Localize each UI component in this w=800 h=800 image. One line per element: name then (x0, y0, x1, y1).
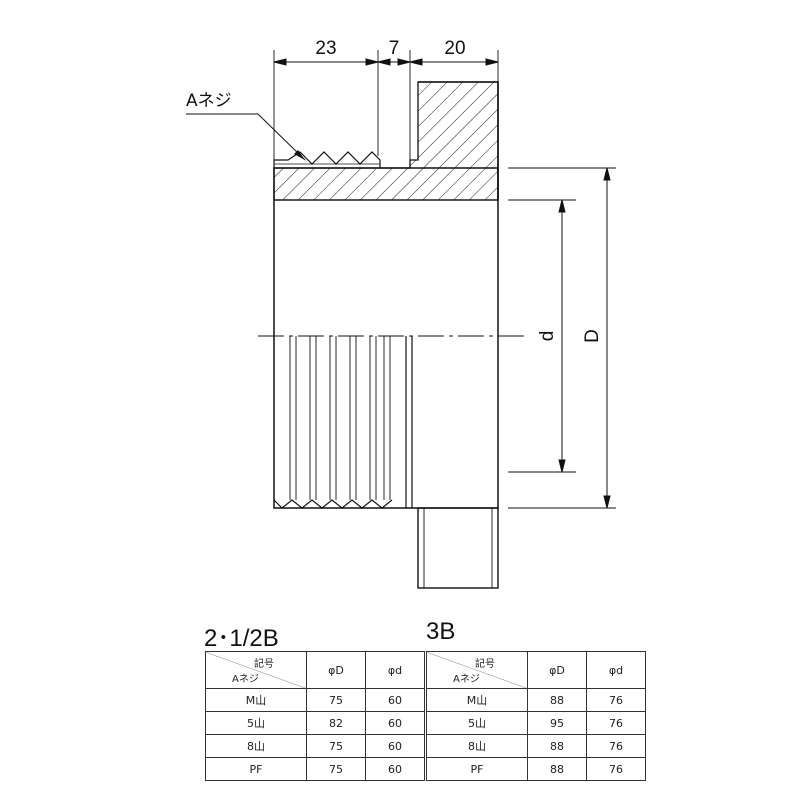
cell-thread: M山 (205, 688, 307, 712)
cell-D: 88 (527, 757, 587, 781)
cell-d: 76 (586, 688, 646, 712)
cell-thread: 8山 (205, 734, 307, 758)
cell-d: 76 (586, 711, 646, 735)
table-title-1: 2･1/2B (204, 625, 279, 652)
dim-lines-top (273, 58, 499, 66)
dim-d: d (537, 331, 558, 342)
spigot (417, 507, 499, 589)
cell-D: 75 (306, 757, 366, 781)
cell-D: 95 (527, 711, 587, 735)
cell-D: 82 (306, 711, 366, 735)
cell-d: 76 (586, 757, 646, 781)
col-phi-d: φd (365, 651, 425, 689)
corner-top-label: 記号 (475, 659, 495, 670)
corner-bottom-label: Aネジ (453, 674, 480, 685)
table-title-2: 3B (426, 618, 456, 645)
cell-thread: PF (205, 757, 307, 781)
cell-d: 60 (365, 734, 425, 758)
thread-teeth-top (273, 151, 381, 168)
cell-D: 75 (306, 688, 366, 712)
corner-header: 記号 Aネジ (426, 651, 528, 689)
cell-d: 60 (365, 711, 425, 735)
corner-header: 記号 Aネジ (205, 651, 307, 689)
corner-bottom-label: Aネジ (232, 674, 259, 685)
corner-top-label: 記号 (254, 659, 274, 670)
cell-D: 88 (527, 734, 587, 758)
dim-D: D (582, 329, 603, 343)
thread-teeth-bottom (273, 499, 393, 509)
section-hatch (273, 81, 499, 201)
cell-d: 76 (586, 734, 646, 758)
col-phi-d: φd (586, 651, 646, 689)
callout-leader (186, 113, 306, 161)
col-phi-D: φD (527, 651, 587, 689)
cell-D: 75 (306, 734, 366, 758)
cell-d: 60 (365, 757, 425, 781)
cell-thread: M山 (426, 688, 528, 712)
technical-drawing: 23 7 20 d D Aネジ (186, 38, 616, 589)
cell-thread: 5山 (205, 711, 307, 735)
cell-D: 88 (527, 688, 587, 712)
dim-lines-right (558, 167, 611, 509)
cell-d: 60 (365, 688, 425, 712)
cell-thread: 8山 (426, 734, 528, 758)
col-phi-D: φD (306, 651, 366, 689)
body-outline (273, 167, 499, 509)
cell-thread: 5山 (426, 711, 528, 735)
external-threads (289, 336, 391, 500)
thread-callout: Aネジ (186, 91, 232, 111)
dim-23: 23 (315, 38, 336, 59)
dim-7: 7 (389, 38, 400, 59)
extension-lines (273, 50, 616, 509)
cell-thread: PF (426, 757, 528, 781)
dim-20: 20 (444, 38, 465, 59)
